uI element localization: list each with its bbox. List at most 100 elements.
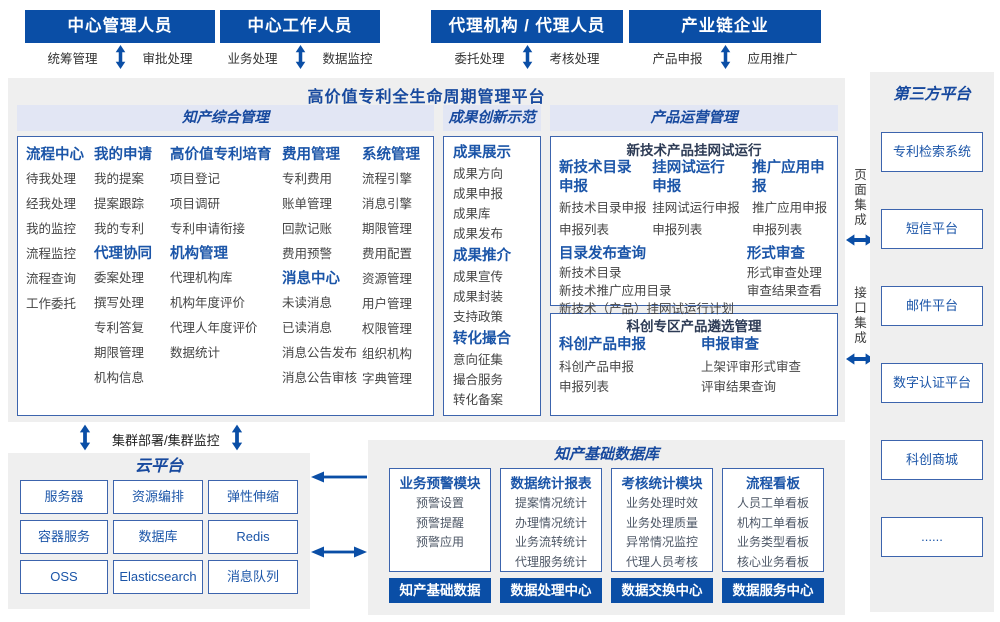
module-assessment-statistics: 考核统计模块 业务处理时效业务处理质量异常情况监控代理人员考核 数据交换中心 (611, 468, 713, 603)
menu-item: 代理人年度评价 (170, 321, 258, 335)
role-action-label: 产品申报 (652, 51, 703, 66)
menu-item: 异常情况监控 (625, 535, 698, 549)
menu-item: 专利答复 (94, 321, 145, 335)
group-application-audit: 申报审查 上架评审形式审查评审结果查询 (701, 335, 829, 397)
menu-item: 申报列表 (559, 380, 610, 394)
menu-item: 期限管理 (362, 222, 413, 236)
module-items: 提案情况统计办理情况统计业务流转统计代理服务统计 (501, 494, 601, 572)
section-title: 成果创新示范 (443, 105, 541, 131)
menu-item: 科创产品申报 (559, 360, 635, 374)
role-title: 代理机构 / 代理人员 (431, 10, 623, 43)
menu-item: 意向征集 (453, 353, 504, 367)
menu-item: 专利申请衔接 (170, 222, 246, 236)
data-center-bar: 数据交换中心 (611, 578, 713, 603)
module-header: 业务预警模块 (399, 476, 481, 491)
group-items: 流程引擎消息引擎期限管理费用配置资源管理用户管理权限管理组织机构字典管理 (362, 167, 422, 392)
menu-item: 提案情况统计 (514, 496, 587, 510)
cloud-service-box: 消息队列 (208, 560, 298, 594)
group-items: 新技术目录申报申报列表 (559, 197, 652, 241)
menu-item: 形式审查处理 (746, 266, 822, 280)
section-product-operation: 产品运营管理 新技术产品挂网试运行 新技术目录 申报 新技术目录申报申报列表 挂… (550, 105, 838, 416)
cloud-service-box: 资源编排 (113, 480, 203, 514)
third-party-box: ...... (881, 517, 983, 557)
menu-item: 成果方向 (453, 167, 504, 181)
group-header: 成果展示 (453, 145, 511, 161)
menu-item: 我的监控 (26, 222, 77, 236)
menu-item: 申报列表 (652, 223, 703, 237)
menu-item: 申报列表 (559, 223, 610, 237)
menu-item: 业务流转统计 (514, 535, 587, 549)
third-party-platform-zone: 第三方平台 专利检索系统短信平台邮件平台数字认证平台科创商城...... (870, 72, 994, 612)
menu-item: 流程监控 (26, 247, 77, 261)
menu-item: 项目登记 (170, 172, 221, 186)
menu-item: 业务处理质量 (625, 515, 698, 530)
menu-item: 字典管理 (362, 372, 413, 386)
menu-item: 权限管理 (362, 322, 413, 336)
menu-item: 撰写处理 (94, 296, 145, 310)
group-items: 科创产品申报申报列表 (559, 357, 701, 397)
role-agencies: 代理机构 / 代理人员 委托处理 考核处理 (431, 10, 623, 70)
sci-tech-selection-box: 科创专区产品遴选管理 科创产品申报 科创产品申报申报列表 申报审查 上架评审形式… (550, 313, 838, 416)
menu-item: 成果库 (453, 207, 491, 221)
menu-item: 待我处理 (26, 172, 77, 186)
menu-item: 支持政策 (453, 310, 504, 324)
zone-title: 知产基础数据库 (553, 446, 659, 463)
double-arrow-vertical-icon (720, 45, 730, 69)
group-header: 流程中心 (26, 147, 84, 163)
menu-item: 代理人员考核 (625, 554, 698, 569)
menu-item: 评审结果查询 (701, 380, 777, 394)
menu-item: 账单管理 (282, 197, 333, 211)
group-header: 新技术目录 申报 (559, 160, 632, 195)
third-party-box: 专利检索系统 (881, 132, 983, 172)
group-header: 高价值专利培育 (170, 147, 272, 163)
column-system-management: 系统管理 流程引擎消息引擎期限管理费用配置资源管理用户管理权限管理组织机构字典管… (362, 143, 422, 409)
menu-item: 撮合服务 (453, 373, 504, 387)
menu-item: 消息公告发布 (282, 346, 358, 360)
module-process-kanban: 流程看板 人员工单看板机构工单看板业务类型看板核心业务看板 数据服务中心 (722, 468, 824, 603)
group-items: 成果宣传成果封装支持政策 (453, 267, 531, 327)
cloud-service-box: 容器服务 (20, 520, 108, 554)
menu-item: 委案处理 (94, 271, 145, 285)
menu-item: 未读消息 (282, 296, 333, 310)
box-title: 新技术产品挂网试运行 (626, 143, 762, 158)
menu-item: 项目调研 (170, 197, 221, 211)
section-ip-management: 知产综合管理 流程中心 待我处理经我处理我的监控流程监控流程查询工作委托 我的申… (17, 105, 434, 416)
menu-item: 资源管理 (362, 272, 413, 286)
menu-item: 经我处理 (26, 197, 77, 211)
menu-item: 核心业务看板 (736, 554, 809, 569)
group-formal-review: 形式审查 形式审查处理审查结果查看 (747, 245, 829, 318)
cloud-service-box: 数据库 (113, 520, 203, 554)
group-header: 申报审查 (701, 337, 759, 353)
group-header: 消息中心 (282, 271, 340, 287)
double-arrow-vertical-icon (522, 45, 532, 69)
section-achievement-innovation: 成果创新示范 成果展示 成果方向成果申报成果库成果发布 成果推介 成果宣传成果封… (443, 105, 541, 416)
group-header: 费用管理 (282, 147, 340, 163)
menu-item: 成果申报 (453, 187, 504, 201)
double-arrow-vertical-icon (295, 45, 305, 69)
menu-item: 办理情况统计 (514, 515, 587, 530)
menu-item: 上架评审形式审查 (701, 360, 802, 374)
menu-item: 机构信息 (94, 371, 145, 385)
double-arrow-horizontal-icon (846, 234, 874, 246)
role-title: 产业链企业 (629, 10, 821, 43)
group-items: 推广应用申报申报列表 (752, 197, 829, 241)
menu-item: 数据统计 (170, 346, 221, 360)
role-action-label: 数据监控 (322, 51, 373, 66)
menu-item: 预警设置 (415, 496, 464, 510)
group-items: 代理机构库机构年度评价代理人年度评价数据统计 (170, 266, 282, 366)
box-title: 科创专区产品遴选管理 (626, 319, 762, 334)
group-items: 未读消息已读消息消息公告发布消息公告审核 (282, 291, 362, 391)
menu-item: 专利费用 (282, 172, 333, 186)
menu-item: 人员工单看板 (736, 496, 809, 510)
group-items: 挂网试运行申报申报列表 (652, 197, 752, 241)
double-arrow-vertical-icon (231, 424, 243, 451)
cloud-service-box: Redis (208, 520, 298, 554)
menu-item: 消息引擎 (362, 197, 413, 211)
menu-item: 费用配置 (362, 247, 413, 261)
cloud-service-box: 弹性伸缩 (208, 480, 298, 514)
module-header: 流程看板 (746, 476, 800, 491)
menu-item: 代理服务统计 (514, 554, 587, 569)
